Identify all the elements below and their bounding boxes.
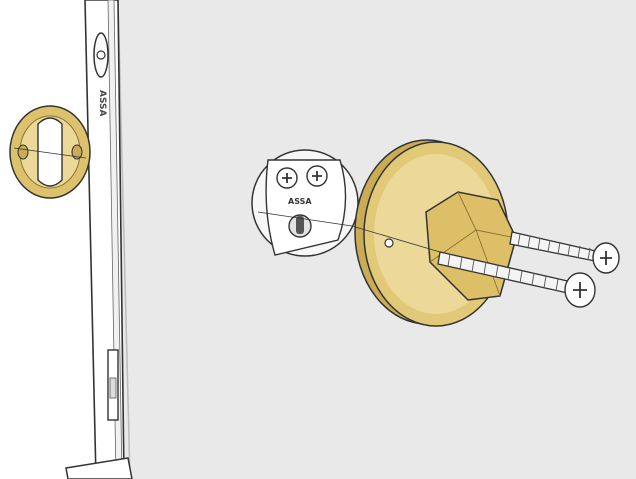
brass-cylinder-ring-back	[10, 106, 90, 198]
cylinder-brand-text: ASSA	[288, 197, 312, 206]
faceplate-screw-icon	[97, 51, 105, 59]
phillips-screw-icon	[277, 168, 297, 188]
rosette-screw-hole	[385, 239, 393, 247]
phillips-screw-icon	[307, 166, 327, 186]
phillips-screw-icon	[565, 273, 595, 307]
faceplate-brand-text: ASSA	[97, 90, 107, 117]
phillips-screw-icon	[593, 243, 619, 273]
